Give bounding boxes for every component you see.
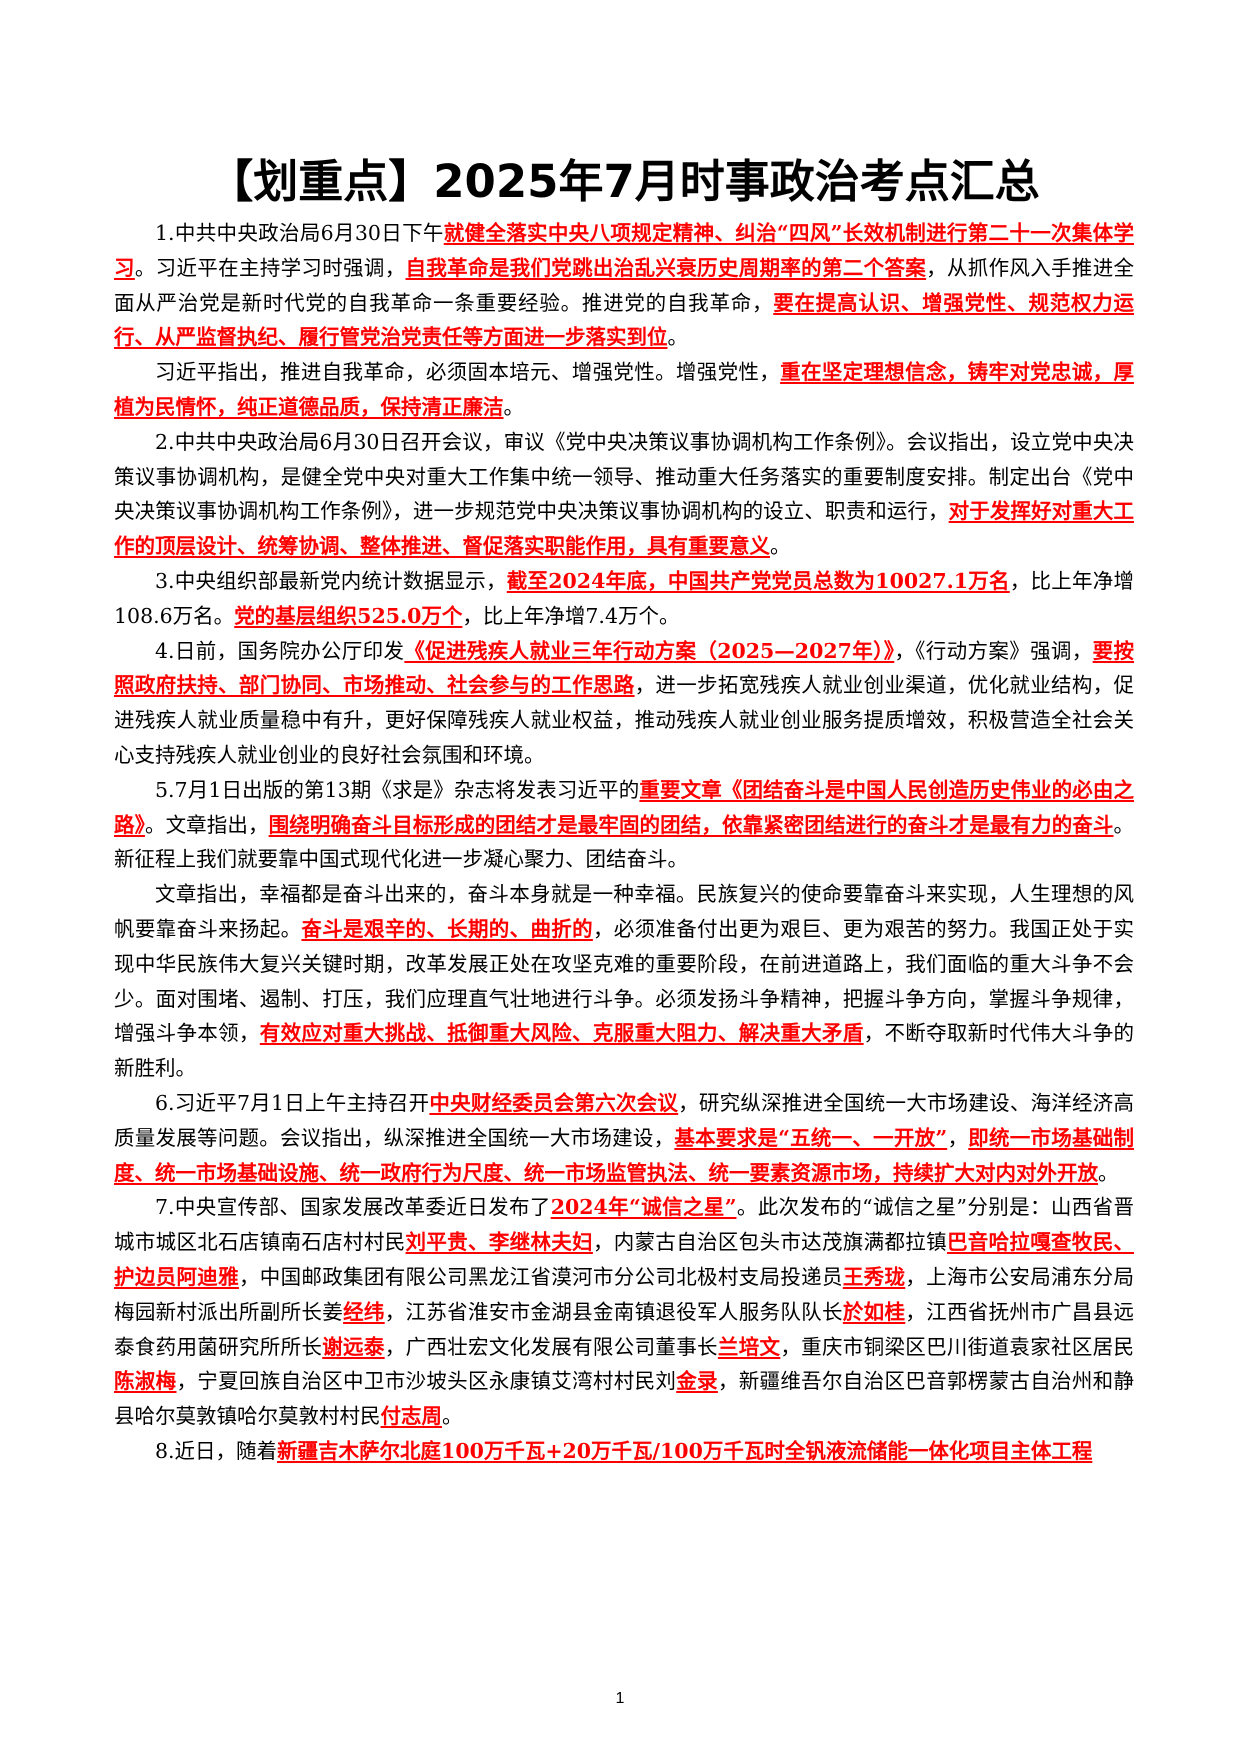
highlighted-key-point: 即统一市场基础制度、统一市场基础设施、统一政府行为尺度、统一市场监管执法、统一要… [114, 1125, 1135, 1185]
highlighted-key-point: 重在坚定理想信念，铸牢对党忠诚，厚植为民情怀，纯正道德品质，保持清正廉洁 [114, 360, 1134, 419]
highlighted-key-point: 党的基层组织525.0万个 [234, 603, 463, 628]
paragraph-text: 文章指出，幸福都是奋斗出来的，奋斗本身就是一种幸福。民族复兴的使命要靠奋斗来实现… [114, 882, 1134, 941]
highlighted-key-point: 王秀珑 [842, 1264, 906, 1289]
paragraph-text: 。文章指出， [144, 812, 269, 837]
highlighted-key-point: 新疆吉木萨尔北庭100万千瓦+20万千瓦/100万千瓦时全钒液流储能一体化项目主… [277, 1438, 1093, 1463]
paragraph-text: ，重庆市铜梁区巴川街道袁家社区居民 [780, 1334, 1135, 1359]
paragraph: 习近平指出，推进自我革命，必须固本培元、增强党性。增强党性，重在坚定理想信念，铸… [114, 355, 1134, 425]
paragraph-text: 。 [503, 394, 525, 419]
paragraph-text: ，内蒙古自治区包头市达茂旗满都拉镇 [592, 1230, 947, 1255]
paragraph-text: ，进一步拓宽残疾人就业创业渠道，优化就业结构，促进残疾人就业质量稳中有升，更好保… [114, 673, 1135, 767]
highlighted-key-point: 对于发挥好对重大工作的顶层设计、统筹协调、整体推进、督促落实职能作用，具有重要意… [114, 499, 1134, 559]
paragraph: 1.中共中央政治局6月30日下午就健全落实中央八项规定精神、纠治“四风”长效机制… [114, 216, 1134, 355]
highlighted-key-point: 兰培文 [717, 1334, 781, 1359]
highlighted-key-point: 自我革命是我们党跳出治乱兴衰历史周期率的第二个答案 [405, 255, 927, 280]
paragraph-text: ，江西省抚州市广昌县远泰食药用菌研究所所长 [114, 1299, 1135, 1359]
paragraph: 7.中央宣传部、国家发展改革委近日发布了2024年“诚信之星”。此次发布的“诚信… [114, 1190, 1134, 1434]
paragraph-text: 4.日前，国务院办公厅印发 [155, 638, 405, 663]
paragraph-text: ，上海市公安局浦东分局梅园新村派出所副所长姜 [114, 1264, 1135, 1324]
highlighted-key-point: 有效应对重大挑战、抵御重大风险、克服重大阻力、解决重大矛盾 [259, 1021, 864, 1046]
highlighted-key-point: 基本要求是“五统一、一开放” [674, 1125, 948, 1150]
highlighted-key-point: 中央财经委员会第六次会议 [429, 1090, 679, 1115]
highlighted-key-point: 付志周 [380, 1404, 443, 1429]
paragraph-text: 3.中央组织部最新党内统计数据显示， [155, 568, 507, 593]
highlighted-key-point: 经纬 [343, 1299, 385, 1324]
paragraph-text: 。 [770, 534, 791, 559]
highlighted-key-point: 谢远泰 [322, 1334, 385, 1359]
paragraph-text: ，比上年净增108.6万名。 [114, 568, 1135, 628]
paragraph-text: 。此次发布的“诚信之星”分别是：山西省晋城市城区北石店镇南石店村村民 [114, 1195, 1134, 1255]
paragraph-text: 。 [667, 325, 689, 350]
highlighted-key-point: 就健全落实中央八项规定精神、纠治“四风”长效机制进行第二十一次集体学习 [114, 221, 1135, 280]
paragraph-text: 。 [1098, 1160, 1119, 1185]
paragraph-text: ，必须准备付出更为艰巨、更为艰苦的努力。我国正处于实现中华民族伟大复兴关键时期，… [114, 916, 1135, 1046]
paragraph-text: 1.中共中央政治局6月30日下午 [155, 221, 444, 245]
paragraph-text: ，新疆维吾尔自治区巴音郭楞蒙古自治州和静县哈尔莫敦镇哈尔莫敦村村民 [114, 1369, 1135, 1429]
paragraph: 2.中共中央政治局6月30日召开会议，审议《党中央决策议事协调机构工作条例》。会… [114, 425, 1134, 564]
paragraph-text: 6.习近平7月1日上午主持召开 [155, 1090, 430, 1115]
highlighted-key-point: 要在提高认识、增强党性、规范权力运行、从严监督执纪、履行管党治党责任等方面进一步… [114, 290, 1135, 350]
paragraph: 6.习近平7月1日上午主持召开中央财经委员会第六次会议，研究纵深推进全国统一大市… [114, 1086, 1134, 1190]
highlighted-key-point: 刘平贵、李继林夫妇 [405, 1230, 593, 1255]
highlighted-key-point: 2024年“诚信之星” [550, 1195, 737, 1220]
paragraph-text: 8.近日，随着 [155, 1438, 278, 1463]
highlighted-key-point: 巴音哈拉嘎查牧民、护边员阿迪雅 [114, 1230, 1135, 1289]
highlighted-key-point: 围绕明确奋斗目标形成的团结才是最牢固的团结，依靠紧密团结进行的奋斗才是最有力的奋… [268, 812, 1114, 837]
document-body: 1.中共中央政治局6月30日下午就健全落实中央八项规定精神、纠治“四风”长效机制… [114, 216, 1134, 1469]
highlighted-key-point: 奋斗是艰辛的、长期的、曲折的 [301, 916, 593, 941]
paragraph-text: ， [947, 1125, 969, 1150]
highlighted-key-point: 要按照政府扶持、部门协同、市场推动、社会参与的工作思路 [114, 638, 1135, 698]
paragraph-text: ，从抓作风入手推进全面从严治党是新时代党的自我革命一条重要经验。推进党的自我革命… [114, 255, 1135, 315]
paragraph: 8.近日，随着新疆吉木萨尔北庭100万千瓦+20万千瓦/100万千瓦时全钒液流储… [114, 1434, 1134, 1469]
paragraph: 5.7月1日出版的第13期《求是》杂志将发表习近平的重要文章《团结奋斗是中国人民… [114, 773, 1134, 877]
highlighted-key-point: 金录 [676, 1369, 718, 1394]
paragraph-text: 。习近平在主持学习时强调， [134, 255, 406, 280]
paragraph-text: ，江苏省淮安市金湖县金南镇退役军人服务队队长 [384, 1299, 843, 1324]
paragraph-text: ，比上年净增7.4万个。 [462, 603, 680, 628]
paragraph-text: 。 [442, 1404, 463, 1429]
paragraph-text: 。新征程上我们就要靠中国式现代化进一步凝心聚力、团结奋斗。 [114, 812, 1135, 872]
paragraph-text: ，《行动方案》强调， [894, 638, 1093, 663]
highlighted-key-point: 重要文章《团结奋斗是中国人民创造历史伟业的必由之路》 [114, 777, 1135, 837]
paragraph: 4.日前，国务院办公厅印发《促进残疾人就业三年行动方案（2025—2027年）》… [114, 634, 1134, 773]
paragraph-text: 习近平指出，推进自我革命，必须固本培元、增强党性。增强党性， [155, 360, 781, 385]
paragraph-text: ，研究纵深推进全国统一大市场建设、海洋经济高质量发展等问题。会议指出，纵深推进全… [114, 1090, 1135, 1150]
highlighted-key-point: 截至2024年底，中国共产党党员总数为10027.1万名 [506, 568, 1010, 593]
paragraph: 文章指出，幸福都是奋斗出来的，奋斗本身就是一种幸福。民族复兴的使命要靠奋斗来实现… [114, 877, 1134, 1086]
paragraph-text: ，宁夏回族自治区中卫市沙坡头区永康镇艾湾村村民刘 [176, 1369, 677, 1394]
page-number: 1 [615, 1690, 625, 1707]
paragraph-text: ，广西壮宏文化发展有限公司董事长 [384, 1334, 718, 1359]
document-title: 【划重点】2025年7月时事政治考点汇总 [208, 155, 1040, 208]
paragraph-text: ，不断夺取新时代伟大斗争的新胜利。 [114, 1021, 1135, 1081]
paragraph: 3.中央组织部最新党内统计数据显示，截至2024年底，中国共产党党员总数为100… [114, 564, 1134, 634]
paragraph-text: 2.中共中央政治局6月30日召开会议，审议《党中央决策议事协调机构工作条例》。会… [114, 429, 1134, 524]
paragraph-text: ，中国邮政集团有限公司黑龙江省漠河市分公司北极村支局投递员 [238, 1264, 843, 1289]
highlighted-key-point: 《促进残疾人就业三年行动方案（2025—2027年）》 [404, 638, 895, 663]
paragraph-text: 5.7月1日出版的第13期《求是》杂志将发表习近平的 [155, 777, 640, 802]
highlighted-key-point: 陈淑梅 [114, 1369, 177, 1394]
paragraph-text: 7.中央宣传部、国家发展改革委近日发布了 [155, 1195, 551, 1220]
highlighted-key-point: 於如桂 [842, 1299, 906, 1324]
